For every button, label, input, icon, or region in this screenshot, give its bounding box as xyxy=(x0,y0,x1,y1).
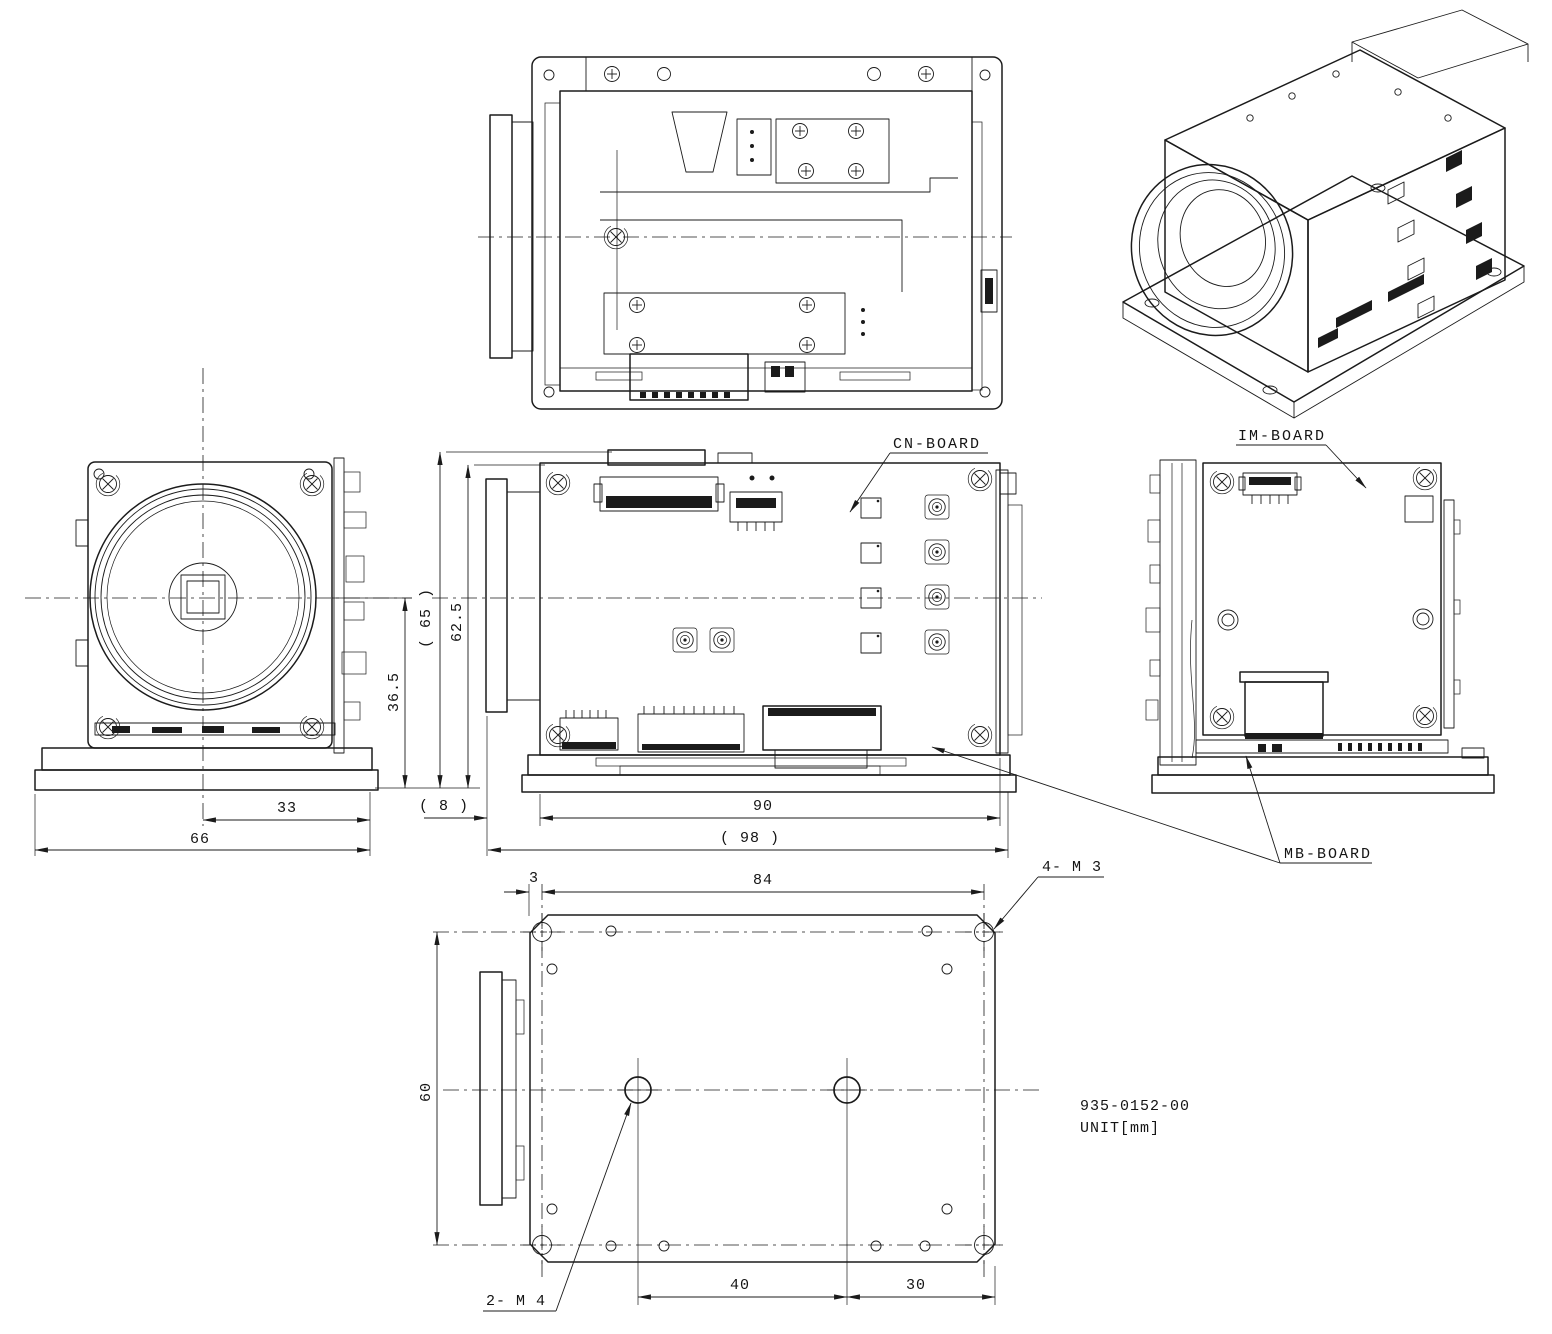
dim-90: 90 xyxy=(753,798,773,815)
screw-icon xyxy=(799,337,815,353)
mount-hole-icon xyxy=(543,69,555,81)
lens-icon xyxy=(1130,163,1294,337)
screw-icon xyxy=(1209,469,1235,495)
dim-84: 84 xyxy=(753,872,773,889)
screw-icon xyxy=(1412,465,1438,491)
coax-connector-icon xyxy=(672,627,698,653)
mb-board-label: MB-BOARD xyxy=(1284,846,1372,863)
mb-board-callout: MB-BOARD xyxy=(931,746,1372,864)
cn-board-callout: CN-BOARD xyxy=(849,436,988,513)
dim-62-5: 62.5 xyxy=(449,602,466,642)
dimensions: 33 66 36.5 ( 65 ) 62.5 ( 8 ) 90 ( 98 ) 3… xyxy=(34,451,1009,1305)
coax-connector-icon xyxy=(924,494,950,520)
screw-icon xyxy=(792,123,808,139)
mount-hole-icon xyxy=(979,386,991,398)
screw-icon xyxy=(967,466,993,492)
m4-callout: 2- M 4 xyxy=(483,1102,632,1312)
lens-barrel-top xyxy=(489,114,513,359)
part-number: 935-0152-00 xyxy=(1080,1098,1190,1115)
dim-98: ( 98 ) xyxy=(720,830,780,847)
screw-icon xyxy=(848,163,864,179)
dim-3: 3 xyxy=(529,870,539,887)
hatch-strip xyxy=(640,392,730,398)
hole-icon xyxy=(919,1240,931,1252)
side-view xyxy=(432,449,1042,793)
screw-icon xyxy=(967,722,993,748)
screw-icon xyxy=(1412,703,1438,729)
screw-icon xyxy=(848,123,864,139)
title-block: 935-0152-00 UNIT[mm] xyxy=(1080,1098,1190,1137)
dim-33: 33 xyxy=(277,800,297,817)
dim-36-5: 36.5 xyxy=(386,672,403,712)
hole-icon xyxy=(941,1203,953,1215)
screw-icon xyxy=(604,66,620,82)
dim-66: 66 xyxy=(190,831,210,848)
hole-icon xyxy=(941,963,953,975)
pad-icon xyxy=(860,497,882,519)
screw-icon xyxy=(799,297,815,313)
screw-icon xyxy=(299,471,325,497)
screw-icon xyxy=(1209,704,1235,730)
screw-icon xyxy=(629,337,645,353)
hole-icon xyxy=(605,1240,617,1252)
pad-icon xyxy=(860,632,882,654)
m3-callout: 4- M 3 xyxy=(993,859,1104,930)
mount-hole-icon xyxy=(979,69,991,81)
coax-connector-icon xyxy=(924,539,950,565)
pad-icon xyxy=(860,542,882,564)
hole-icon xyxy=(870,1240,882,1252)
hole-icon xyxy=(546,1203,558,1215)
dim-30: 30 xyxy=(906,1277,926,1294)
rear-connectors xyxy=(1318,150,1492,348)
dim-40: 40 xyxy=(730,1277,750,1294)
mount-hole-icon xyxy=(543,386,555,398)
screw-icon xyxy=(545,470,571,496)
dim-8: ( 8 ) xyxy=(419,798,469,815)
connector xyxy=(629,353,749,401)
hole-icon xyxy=(546,963,558,975)
dim-65: ( 65 ) xyxy=(418,588,435,648)
mb-connector-rear xyxy=(1244,681,1324,737)
screw-icon xyxy=(95,471,121,497)
lens-barrel-bottom xyxy=(479,971,503,1206)
hole-icon xyxy=(605,925,617,937)
m3-thread-label: 4- M 3 xyxy=(1042,859,1102,876)
bottom-view xyxy=(433,884,1040,1305)
front-view xyxy=(25,368,412,826)
dim-60: 60 xyxy=(418,1082,435,1102)
top-view xyxy=(478,56,1012,410)
isometric-view xyxy=(1122,9,1529,419)
screw-icon xyxy=(798,163,814,179)
rear-view xyxy=(1145,459,1495,794)
hole-icon xyxy=(921,925,933,937)
coax-connector-icon xyxy=(924,629,950,655)
screw-icon xyxy=(918,66,934,82)
coax-connector-icon xyxy=(924,584,950,610)
unit-label: UNIT[mm] xyxy=(1080,1120,1160,1137)
m4-thread-label: 2- M 4 xyxy=(486,1293,546,1310)
screw-icon xyxy=(629,297,645,313)
lens-barrel-side xyxy=(485,478,508,713)
im-board-callout: IM-BOARD xyxy=(1236,428,1367,489)
cn-board-label: CN-BOARD xyxy=(893,436,981,453)
callouts: CN-BOARD IM-BOARD MB-BOARD 4- M 3 2- M 4… xyxy=(483,428,1372,1312)
hole-icon xyxy=(658,1240,670,1252)
im-board-label: IM-BOARD xyxy=(1238,428,1326,445)
coax-connector-icon xyxy=(709,627,735,653)
